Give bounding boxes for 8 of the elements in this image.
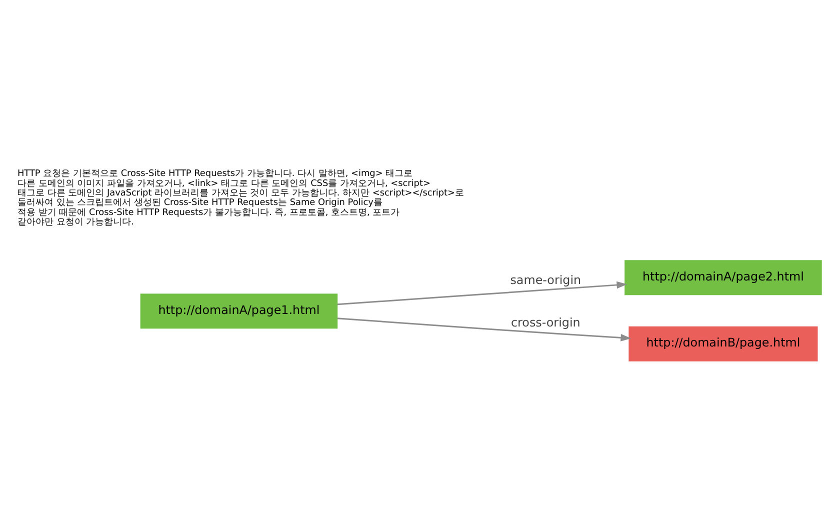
edge-label: same-origin [510, 273, 582, 288]
label: HTTP 요청은 기본적으로 Cross-Site HTTP Requests가 가능합니다. 다시 말하면, <img> 태그로 다른 도메인의 이미지 파일을 가져오거나, <link> 태그로 다른 도메인의 CSS를 가져오거나, <script> 태그로 다른 도메인의 JavaScript 라이브러리를 가져오는 것이 모두 가능합니다. 하지만 <script></script>로 둘러싸여 있는 스크립트에서 생성된 Cross-Site HTTP Requests는 Same Origin Policy를 적용 받기 때문에 Cross-Site HTTP Requests가 불가능합니다. 즉, 프로토콜, 호스트명, 포트가 같아야만 요청이 가능합니다. [17, 169, 464, 228]
arrow [337, 281, 628, 306]
node-box: http://domainB/page.html [628, 326, 818, 362]
edge-label: cross-origin [511, 316, 580, 330]
node-box: http://domainA/page1.html [140, 294, 338, 329]
arrow [337, 318, 632, 342]
node-box: http://domainA/page2.html [624, 260, 822, 296]
